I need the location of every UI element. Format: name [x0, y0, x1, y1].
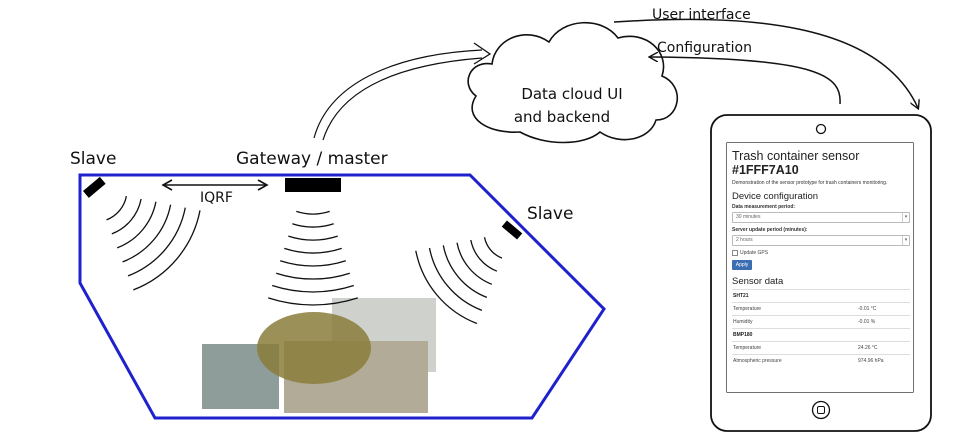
- gateway-to-cloud-arrow-outer: [313, 49, 483, 139]
- gateway-node: [285, 178, 341, 192]
- tablet-home-button-inner: [817, 406, 825, 414]
- gateway-label: Gateway / master: [236, 149, 388, 169]
- radio-wave-arc: [279, 260, 347, 267]
- measurement-period-label: Data measurement period:: [732, 204, 796, 210]
- radio-wave-arc: [106, 195, 128, 221]
- radio-wave-arc: [133, 210, 201, 291]
- user-interface-arrow: [613, 18, 918, 108]
- radio-wave-arc: [271, 284, 355, 293]
- iqrf-arrowhead-left: [161, 179, 173, 191]
- measurement-period-select[interactable]: 30 minutes ▾: [732, 212, 910, 223]
- device-config-heading: Device configuration: [732, 191, 819, 202]
- chevron-down-icon: ▾: [902, 213, 909, 222]
- radio-wave-arc: [284, 247, 342, 254]
- cloud-shape: [467, 21, 678, 144]
- gps-checkbox[interactable]: [732, 250, 738, 256]
- sensor-data-heading: Sensor data: [732, 276, 784, 287]
- radio-wave-arc: [442, 245, 488, 299]
- sensor-group-bmp180: BMP180: [732, 328, 910, 342]
- gps-checkbox-label: Update GPS: [740, 250, 769, 256]
- right-slave-radio-waves: [415, 237, 503, 325]
- iqrf-arrowhead-right: [257, 179, 269, 191]
- radio-wave-arc: [127, 207, 186, 277]
- sensor-group-sht21: SHT21: [732, 289, 910, 303]
- iqrf-label: IQRF: [200, 190, 233, 206]
- radio-wave-arc: [122, 204, 172, 263]
- sensor-row-label: Temperature: [732, 341, 857, 355]
- radio-wave-arc: [428, 247, 483, 312]
- sensor-row-value: -0.01 °C: [857, 302, 910, 316]
- radio-wave-arc: [116, 201, 157, 249]
- container-outline: [78, 173, 606, 420]
- configuration-arrow: [650, 57, 841, 105]
- gateway-to-cloud-arrow-inner: [322, 57, 483, 141]
- left-slave-radio-waves: [106, 195, 201, 291]
- radio-wave-arc: [296, 210, 330, 215]
- slave-label-left: Slave: [70, 149, 116, 169]
- radio-wave-arc: [483, 237, 503, 259]
- sensor-row-value: 974.96 hPa: [857, 354, 910, 367]
- cloud-label-line1: Data cloud UI: [521, 85, 622, 103]
- cloud-label-line2: and backend: [514, 108, 610, 126]
- tablet-screen: Trash container sensor #1FFF7A10 Demonst…: [727, 143, 913, 392]
- server-period-select[interactable]: 2 hours ▾: [732, 235, 910, 246]
- sensor-table: SHT21 Temperature-0.01 °C Humidity-0.01 …: [732, 289, 910, 367]
- chevron-down-icon: ▾: [902, 236, 909, 245]
- radio-wave-arc: [456, 242, 493, 285]
- radio-wave-arc: [292, 223, 334, 228]
- sensor-row-label: Atmospheric pressure: [732, 354, 857, 367]
- radio-wave-arc: [288, 235, 338, 241]
- slave-node-right: [501, 220, 523, 240]
- gateway-to-cloud-arrowhead: [473, 42, 492, 65]
- server-period-label: Server update period (minutes):: [732, 227, 808, 233]
- tablet-home-button: [811, 400, 831, 420]
- configuration-label: Configuration: [657, 40, 752, 56]
- slave-label-right: Slave: [527, 204, 573, 224]
- radio-wave-arc: [470, 239, 498, 272]
- radio-wave-arc: [415, 250, 478, 325]
- sensor-row-value: 24.26 °C: [857, 341, 910, 355]
- slave-node-left: [83, 176, 106, 198]
- user-interface-label: User interface: [652, 7, 751, 23]
- table-row: Humidity-0.01 %: [732, 315, 910, 329]
- sensor-row-label: Humidity: [732, 315, 857, 329]
- table-row: Temperature-0.01 °C: [732, 302, 910, 316]
- measurement-period-value: 30 minutes: [736, 214, 761, 220]
- tablet-camera: [815, 123, 827, 135]
- radio-wave-arc: [111, 198, 142, 235]
- sensor-row-label: Temperature: [732, 302, 857, 316]
- trash-bag-ellipse: [257, 312, 371, 384]
- tablet-title: Trash container sensor: [732, 149, 860, 163]
- sensor-row-value: -0.01 %: [857, 315, 910, 329]
- tablet-description: Demonstration of the sensor prototype fo…: [732, 180, 888, 186]
- server-period-value: 2 hours: [736, 237, 753, 243]
- radio-wave-arc: [275, 272, 351, 280]
- gps-checkbox-row[interactable]: Update GPS: [732, 250, 913, 256]
- apply-button[interactable]: Apply: [732, 260, 752, 270]
- radio-wave-arc: [267, 297, 359, 306]
- gateway-radio-waves: [267, 210, 359, 306]
- tablet-device-id: #1FFF7A10: [732, 163, 799, 177]
